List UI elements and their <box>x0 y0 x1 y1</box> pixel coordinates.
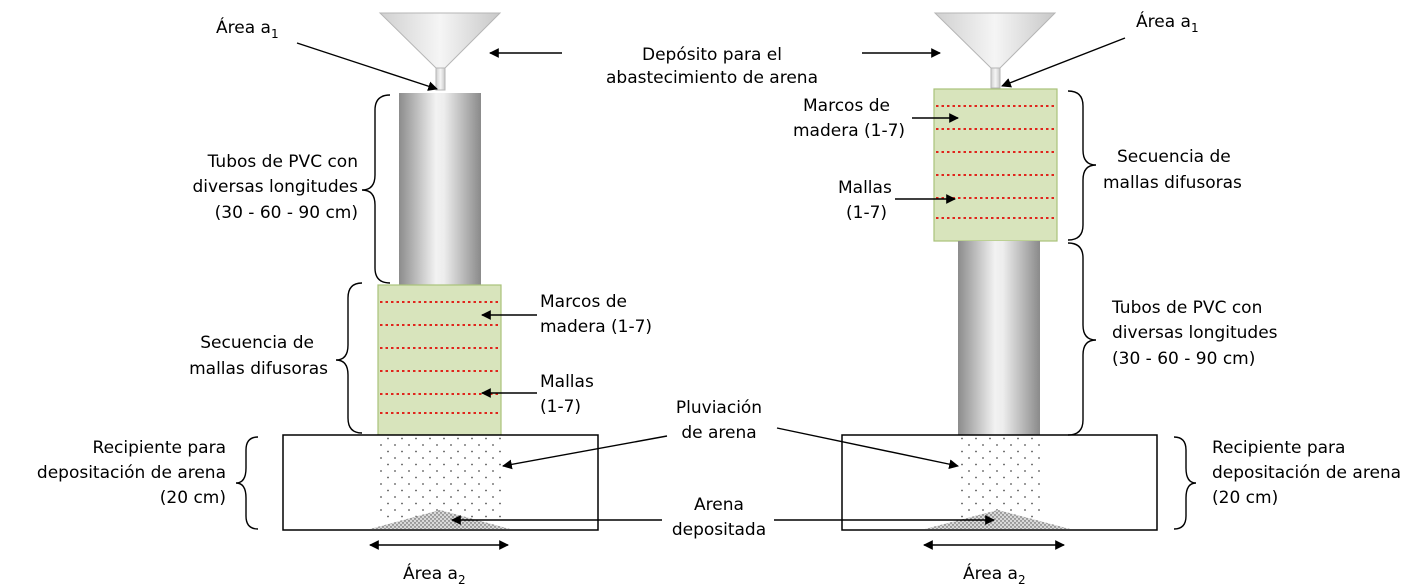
label-secuencia-right-2: mallas difusoras <box>1103 173 1242 193</box>
label-tubos-left-3: (30 - 60 - 90 cm) <box>215 203 358 223</box>
label-secuencia-right-1: Secuencia de <box>1117 147 1231 167</box>
label-marcos-right-1: Marcos de <box>803 96 890 116</box>
label-recipiente-left-3: (20 cm) <box>160 488 226 508</box>
arrow-area-a1-left <box>296 42 438 91</box>
right-assembly <box>841 12 1158 531</box>
label-area-a2-left: Área a2 <box>403 562 466 585</box>
right-mesh-sequence <box>933 88 1058 242</box>
right-sand-rain <box>958 436 1040 518</box>
braces <box>235 90 1197 530</box>
label-recipiente-right-3: (20 cm) <box>1212 488 1278 508</box>
arrows <box>296 37 1126 550</box>
label-marcos-left-2: madera (1-7) <box>540 317 652 337</box>
label-marcos-left-1: Marcos de <box>540 292 627 312</box>
left-funnel <box>378 12 502 91</box>
label-tubos-right-1: Tubos de PVC con <box>1111 298 1262 318</box>
label-mallas-right-1: Mallas <box>838 178 892 198</box>
right-sand-pile <box>925 510 1070 529</box>
brace-right-tubes <box>1067 242 1097 436</box>
label-recipiente-left-2: depositación de arena <box>37 463 226 483</box>
label-area-a1-left: Área a1 <box>216 16 279 41</box>
label-mallas-left-1: Mallas <box>540 372 594 392</box>
brace-right-mesh <box>1067 90 1097 241</box>
brace-left-mesh <box>335 282 363 434</box>
left-sand-pile <box>370 510 510 529</box>
label-area-a1-right: Área a1 <box>1136 10 1199 35</box>
label-area-a2-right: Área a2 <box>963 562 1026 585</box>
label-pluviacion-2: de arena <box>681 423 756 443</box>
label-secuencia-left-2: mallas difusoras <box>189 359 328 379</box>
label-recipiente-right-1: Recipiente para <box>1212 438 1345 458</box>
brace-right-container <box>1173 436 1197 530</box>
arrow-pluviacion-right <box>776 427 959 469</box>
arrow-area-a1-right <box>1001 37 1126 88</box>
label-mallas-right-2: (1-7) <box>846 203 887 223</box>
label-tubos-left-2: diversas longitudes <box>192 177 358 197</box>
left-sand-rain <box>378 436 501 518</box>
right-pvc-tube <box>958 241 1040 435</box>
label-recipiente-left-1: Recipiente para <box>93 438 226 458</box>
label-marcos-right-2: madera (1-7) <box>793 121 905 141</box>
arrow-pluviacion-left <box>502 435 668 470</box>
label-tubos-left-1: Tubos de PVC con <box>207 152 358 172</box>
label-deposito-line1: Depósito para el <box>642 45 782 65</box>
label-mallas-left-2: (1-7) <box>540 397 581 417</box>
left-pvc-tube <box>399 93 481 285</box>
left-assembly <box>282 12 599 531</box>
label-secuencia-left-1: Secuencia de <box>200 333 314 353</box>
label-pluviacion-1: Pluviación <box>676 398 762 418</box>
label-arena-1: Arena <box>694 495 744 515</box>
label-tubos-right-2: diversas longitudes <box>1112 323 1278 343</box>
label-recipiente-right-2: depositación de arena <box>1212 463 1401 483</box>
label-tubos-right-3: (30 - 60 - 90 cm) <box>1112 349 1255 369</box>
brace-left-tubes <box>361 94 391 284</box>
right-funnel <box>933 12 1057 89</box>
brace-left-container <box>235 436 259 530</box>
label-arena-2: depositada <box>672 520 766 540</box>
left-mesh-sequence <box>377 284 502 436</box>
label-deposito-line2: abastecimiento de arena <box>606 68 818 88</box>
